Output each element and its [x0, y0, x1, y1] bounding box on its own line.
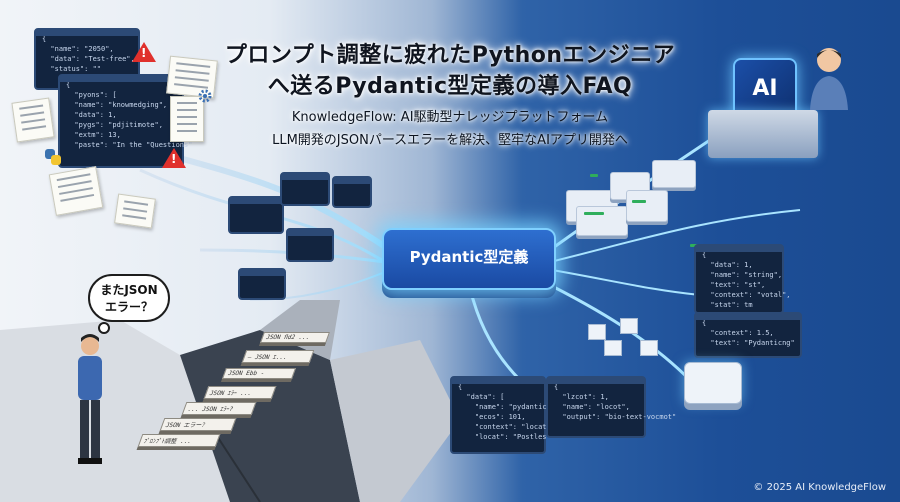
- code-snippet: [238, 268, 286, 300]
- code-window-right-1: { "data": 1, "name": "string", "text": "…: [694, 244, 791, 314]
- warning-icon: !: [162, 148, 186, 168]
- page-title-line-1: プロンプト調整に疲れたPythonエンジニア: [224, 43, 676, 68]
- ai-server-base: [708, 110, 818, 158]
- code-snippet: [280, 172, 330, 206]
- bridge-step: JSON ｴﾗｰ ...: [203, 386, 277, 399]
- paper-note: [114, 193, 156, 229]
- code-snippet: [228, 196, 284, 234]
- component-chip-gear: [652, 160, 696, 188]
- paper-note: [11, 97, 55, 143]
- code-window-right-2: { "context": 1.5, "text": "Pydanticng": [694, 312, 802, 358]
- code-text: { "name": "2050", "data": "Test-free", "…: [42, 35, 135, 73]
- gear-icon: [198, 88, 212, 103]
- bridge-step: — JSON ｴ...: [241, 350, 315, 363]
- speech-bubble-line-2: エラー？: [104, 300, 153, 314]
- code-snippet: [332, 176, 372, 208]
- bridge-step: JSON ﬂd2 ...: [259, 332, 331, 343]
- pydantic-core-block: Pydantic型定義: [382, 228, 556, 290]
- warning-icon: !: [132, 42, 156, 62]
- code-window-left-mid: { "pyons": [ "name": "knowmedging", "dat…: [58, 74, 192, 168]
- python-logo-icon: [44, 148, 62, 166]
- paper-note: [48, 166, 104, 216]
- data-cube: [604, 340, 622, 356]
- thought-dot: [98, 322, 110, 334]
- speech-bubble: またJSON エラー？: [88, 274, 170, 322]
- component-chip: [576, 206, 628, 236]
- data-cube: [588, 324, 606, 340]
- copyright-text: © 2025 AI KnowledgeFlow: [753, 482, 886, 493]
- code-text: { "context": 1.5, "text": "Pydanticng": [702, 319, 795, 347]
- worried-engineer-figure: [70, 330, 110, 470]
- data-cube: [620, 318, 638, 334]
- subtitle-line-1: KnowledgeFlow: AI駆動型ナレッジプラットフォーム: [291, 110, 609, 125]
- data-store-block: [684, 362, 742, 404]
- code-window-bottom-2: { "lzcot": 1, "name": "locot", "output":…: [546, 376, 676, 438]
- user-avatar: [808, 44, 850, 110]
- bridge-step: ... JSON ｴﾗｰ?: [181, 402, 257, 415]
- status-light: [590, 174, 598, 177]
- code-snippet: [286, 228, 334, 262]
- code-text: { "data": 1, "name": "string", "text": "…: [702, 251, 791, 309]
- status-light: [584, 212, 604, 215]
- code-text: { "lzcot": 1, "name": "locot", "output":…: [554, 383, 677, 421]
- page-title-line-2: へ送るPydantic型定義の導入FAQ: [267, 74, 633, 99]
- component-chip: [626, 190, 668, 222]
- data-cube: [640, 340, 658, 356]
- status-light: [632, 200, 646, 203]
- code-text: { "pyons": [ "name": "knowmedging", "dat…: [66, 81, 193, 149]
- code-window-bottom-1: { "data": [ "name": "pydantic", "ecos": …: [450, 376, 555, 454]
- bridge-step: JSON Ebb -: [221, 368, 297, 379]
- paper-note: [170, 96, 204, 142]
- bridge-step: ﾌﾟﾛﾝﾌﾟﾄ調整 ...: [137, 434, 221, 447]
- bridge-step: JSON エラー？: [159, 418, 237, 431]
- speech-bubble-line-1: またJSON: [100, 283, 158, 297]
- code-text: { "data": [ "name": "pydantic", "ecos": …: [458, 383, 555, 441]
- subtitle-line-2: LLM開発のJSONパースエラーを解決、堅牢なAIアプリ開発へ: [272, 133, 628, 148]
